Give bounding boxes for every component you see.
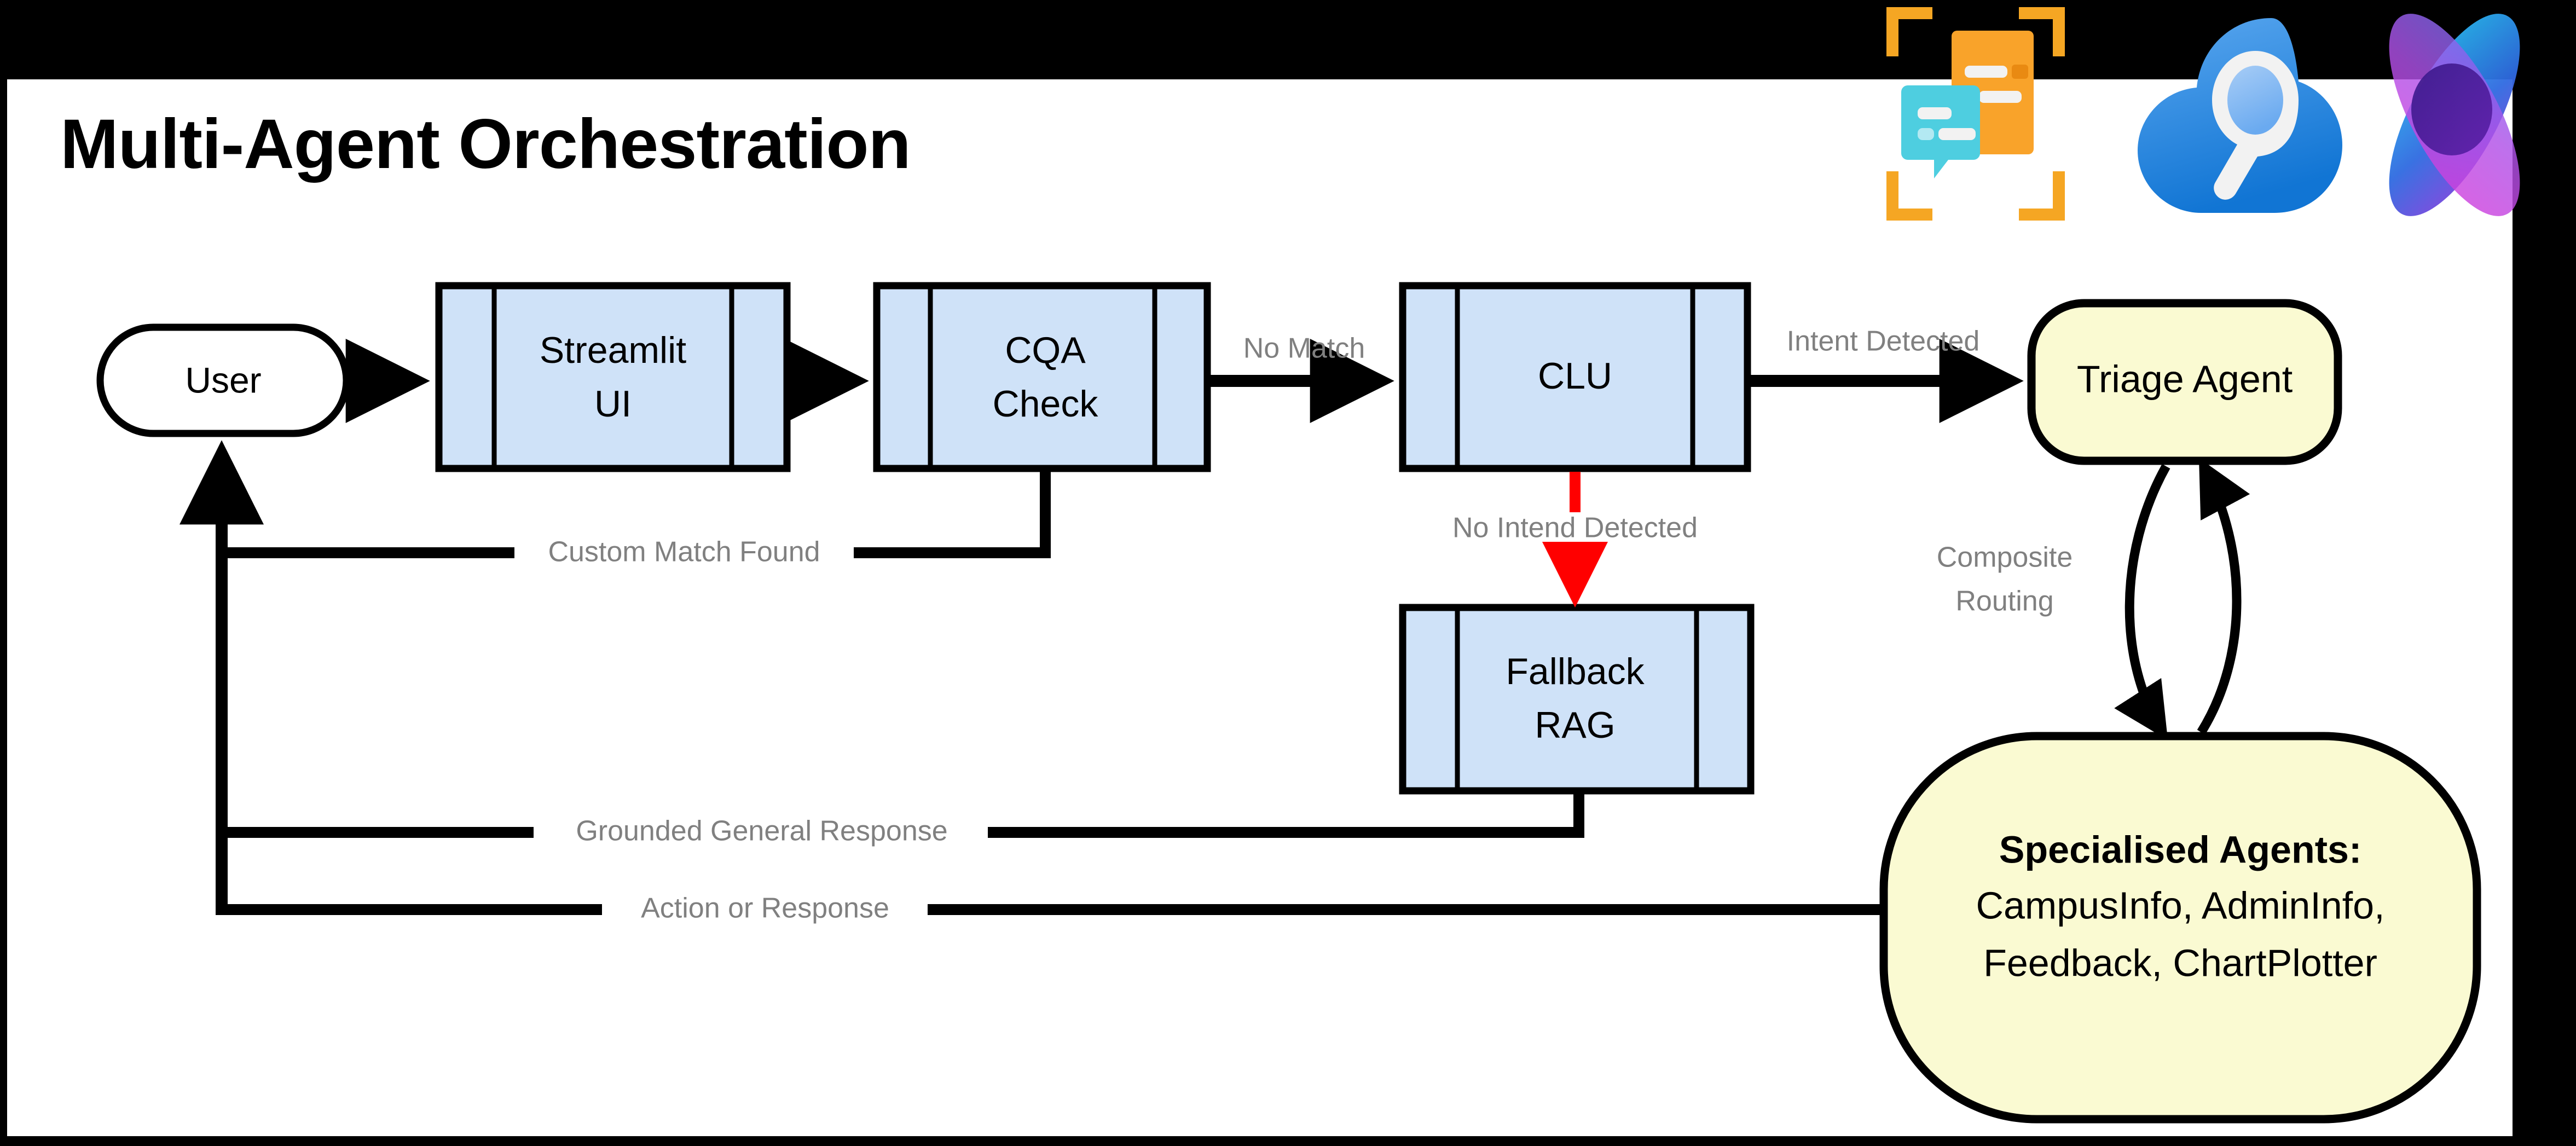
node-fallback-rag[interactable]: Fallback RAG [1399,604,1755,795]
node-specialised-agents[interactable]: Specialised Agents: CampusInfo, AdminInf… [1879,732,2481,1124]
edge-composite-routing-label-2: Routing [1955,586,2053,617]
node-cqa-check-label-1: CQA [1005,329,1086,371]
edge-cqa-to-clu: No Match [1211,333,1394,423]
edge-composite-routing-label-1: Composite [1937,542,2073,574]
node-streamlit-ui[interactable]: Streamlit UI [435,282,791,472]
edge-fallback-to-user-label: Grounded General Response [576,815,947,847]
edge-triage-to-specialised: Composite Routing [1937,458,2250,740]
edge-specialised-to-user-label: Action or Response [641,893,889,924]
edge-fallback-to-user: Grounded General Response [227,794,1584,849]
edge-clu-to-triage-label: Intent Detected [1787,326,1980,357]
node-cqa-check[interactable]: CQA Check [873,282,1211,472]
edge-specialised-to-user: Action or Response [227,893,1884,927]
azure-ai-search-icon [2138,18,2342,213]
edge-clu-to-fallback: No Intend Detected [1452,472,1698,607]
node-streamlit-ui-label-1: Streamlit [540,329,686,371]
node-streamlit-ui-label-2: UI [594,383,632,425]
node-fallback-rag-label-1: Fallback [1506,651,1645,692]
node-clu-label-1: CLU [1538,355,1612,397]
edge-cqa-to-user-label: Custom Match Found [548,536,820,568]
edge-clu-to-triage: Intent Detected [1751,326,2024,423]
node-specialised-agents-line-1: CampusInfo, AdminInfo, [1976,884,2384,927]
edge-cqa-to-clu-label: No Match [1243,333,1365,364]
page-title: Multi-Agent Orchestration [60,105,911,183]
node-specialised-agents-line-2: Feedback, ChartPlotter [1983,941,2377,984]
node-clu[interactable]: CLU [1399,282,1751,472]
node-triage-agent[interactable]: Triage Agent [2027,299,2342,465]
node-triage-agent-label: Triage Agent [2077,357,2293,400]
node-user-label: User [185,360,261,400]
edge-cqa-to-user: Custom Match Found [227,472,1051,570]
node-cqa-check-label-2: Check [993,383,1099,425]
azure-language-clu-icon [1886,7,2065,221]
node-user[interactable]: User [96,323,350,437]
azure-ai-foundry-icon [2389,14,2520,216]
edge-clu-to-fallback-label: No Intend Detected [1452,512,1698,544]
node-fallback-rag-label-2: RAG [1535,704,1615,746]
node-specialised-agents-title: Specialised Agents: [1999,828,2362,871]
